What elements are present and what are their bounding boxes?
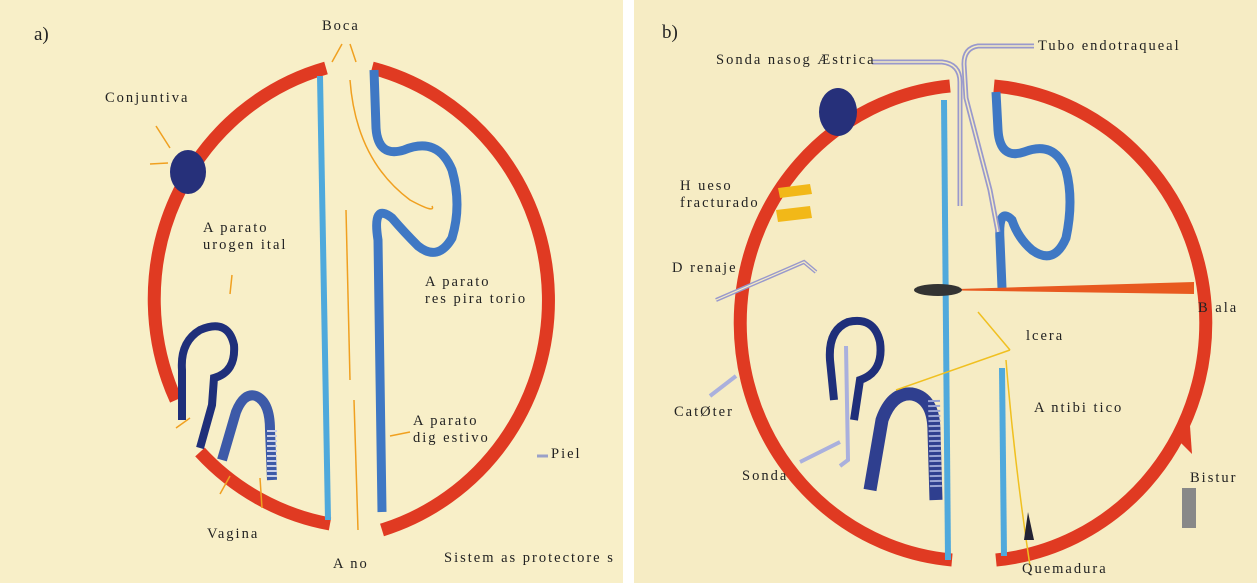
bullet	[914, 284, 962, 296]
arrow-antibiotic-up	[978, 312, 1010, 350]
label-bistur: Bistur	[1190, 470, 1237, 487]
label-conjuntiva: Conjuntiva	[105, 90, 189, 107]
label-vagina: Vagina	[207, 526, 259, 543]
cateter-external	[710, 376, 736, 396]
arrow-digestive-2	[354, 400, 358, 530]
arrow-conjuntiva-1	[156, 126, 170, 148]
label-boca: Boca	[322, 18, 360, 35]
conjuntiva-oval	[819, 88, 857, 136]
panel-a-diagram	[0, 0, 623, 583]
label-sistemas-protectores: Sistem as protectore s	[444, 550, 615, 567]
label-quemadura: Quemadura	[1022, 561, 1108, 578]
panel-b: b) Sonda nasog Æstrica Tubo endotraqueal…	[634, 0, 1257, 583]
gut-tube	[870, 394, 936, 500]
light-blue-tube	[944, 100, 948, 560]
label-sonda-nasogastrica: Sonda nasog Æstrica	[716, 52, 876, 69]
label-cateter: CatØter	[674, 404, 734, 421]
panel-a: a) Boca Conjuntiva A parato urogen ital …	[0, 0, 623, 583]
label-aparato-respiratorio: A parato res pira torio	[425, 274, 527, 307]
label-ano: A no	[333, 556, 369, 573]
arrow-digestive-1	[346, 210, 350, 380]
arrow-apdig	[390, 432, 410, 436]
antibiotic-arrows	[896, 312, 1030, 566]
arrow-boca-2	[350, 44, 356, 62]
quemadura-flame	[1024, 512, 1034, 540]
panel-divider	[623, 0, 634, 583]
panel-b-diagram	[634, 0, 1257, 583]
light-blue-tube	[320, 76, 328, 520]
label-tubo-endotraqueal: Tubo endotraqueal	[1038, 38, 1181, 55]
arrow-boca-1	[332, 44, 342, 62]
urogenital-loop	[830, 321, 881, 420]
skin-arc-right	[994, 86, 1206, 560]
entry-arrows	[150, 44, 433, 530]
label-aparato-digestivo: A parato dig estivo	[413, 413, 490, 446]
sonda-tube	[800, 442, 840, 462]
panel-b-letter: b)	[662, 22, 678, 44]
arrow-antibiotic-left	[896, 350, 1010, 390]
vaginal-tube	[222, 395, 272, 480]
light-blue-tube-right	[1002, 368, 1004, 556]
label-bala: B ala	[1198, 300, 1238, 317]
arrow-urogenital	[230, 275, 232, 294]
bisturi-handle	[1182, 488, 1196, 528]
skin-arc-left-lower	[200, 452, 330, 524]
conjuntiva-oval	[170, 150, 206, 194]
catheter-tube	[840, 346, 848, 466]
label-piel: Piel	[551, 446, 582, 463]
label-sonda: Sonda	[742, 468, 788, 485]
label-antibiotico: A ntibi tico	[1034, 400, 1123, 417]
bullet-trail	[924, 282, 1194, 294]
panel-a-letter: a)	[34, 24, 49, 46]
label-hueso-fracturado: H ueso fracturado	[680, 178, 760, 211]
label-drenaje: D renaje	[672, 260, 738, 277]
label-ulcera: lcera	[1026, 328, 1064, 345]
arrow-conjuntiva-2	[150, 163, 168, 164]
label-aparato-urogenital: A parato urogen ital	[203, 220, 287, 253]
respiratory-loop	[996, 92, 1070, 288]
fractured-bone-bottom	[776, 206, 812, 222]
